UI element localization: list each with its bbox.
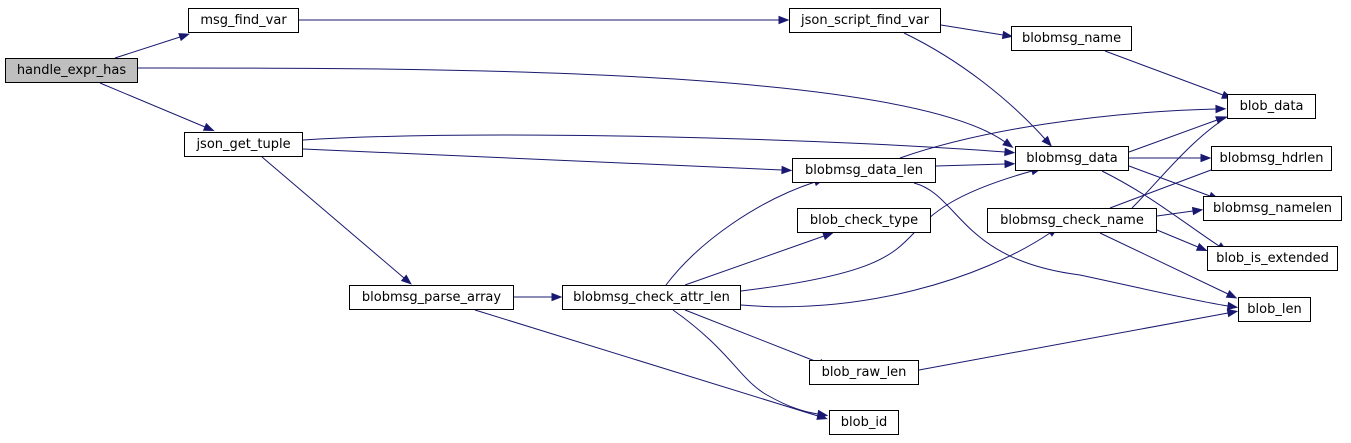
edge-blobmsg-check-attr-len-to-blob-raw-len xyxy=(684,309,830,367)
edge-handle-expr-has-to-blobmsg-data xyxy=(137,67,1014,148)
edge-blobmsg-check-name-to-blob-is-extended xyxy=(1156,229,1208,251)
node-json-get-tuple[interactable]: json_get_tuple xyxy=(184,132,303,157)
edge-blobmsg-name-to-blob-data xyxy=(1104,50,1233,99)
edge-blobmsg-check-attr-len-to-blobmsg-check-name xyxy=(740,227,1059,308)
edge-blobmsg-check-name-to-blob-len xyxy=(1099,232,1238,299)
node-handle-expr-has: handle_expr_has xyxy=(5,58,138,83)
edge-blobmsg-parse-array-to-blobmsg-check-attr-len xyxy=(514,292,563,302)
edge-blobmsg-data-len-to-blob-data xyxy=(899,104,1227,159)
edge-msg-find-var-to-json-script-find-var xyxy=(299,15,790,25)
node-blobmsg-check-name[interactable]: blobmsg_check_name xyxy=(987,208,1157,233)
edge-handle-expr-has-to-msg-find-var xyxy=(114,33,190,59)
node-blob-is-extended[interactable]: blob_is_extended xyxy=(1207,246,1338,271)
node-blob-data[interactable]: blob_data xyxy=(1227,94,1316,119)
node-blobmsg-namelen[interactable]: blobmsg_namelen xyxy=(1203,196,1342,221)
node-msg-find-var[interactable]: msg_find_var xyxy=(188,8,299,33)
edge-json-get-tuple-to-blobmsg-parse-array xyxy=(261,156,412,285)
edge-json-get-tuple-to-blobmsg-data-len xyxy=(302,148,793,175)
edge-handle-expr-has-to-json-get-tuple xyxy=(99,82,215,132)
edge-blobmsg-data-to-blobmsg-hdrlen xyxy=(1129,153,1212,163)
node-blobmsg-data-len[interactable]: blobmsg_data_len xyxy=(792,158,936,183)
node-blobmsg-data[interactable]: blobmsg_data xyxy=(1015,146,1129,171)
node-json-script-find-var[interactable]: json_script_find_var xyxy=(789,8,941,33)
node-blob-id[interactable]: blob_id xyxy=(829,410,899,435)
edge-blobmsg-data-len-to-blobmsg-data xyxy=(935,159,1016,169)
edge-blobmsg-check-attr-len-to-blob-id xyxy=(672,309,829,419)
edge-blobmsg-check-name-to-blobmsg-namelen xyxy=(1156,206,1204,217)
edge-blobmsg-data-to-blob-data xyxy=(1128,116,1227,153)
node-blobmsg-name[interactable]: blobmsg_name xyxy=(1011,26,1132,51)
node-blobmsg-hdrlen[interactable]: blobmsg_hdrlen xyxy=(1211,146,1332,171)
edge-blob-raw-len-to-blob-len xyxy=(918,308,1239,371)
node-blobmsg-parse-array[interactable]: blobmsg_parse_array xyxy=(349,285,514,310)
edge-json-script-find-var-to-blobmsg-name xyxy=(940,24,1014,40)
edge-blobmsg-parse-array-to-blob-id xyxy=(474,309,828,420)
node-blob-check-type[interactable]: blob_check_type xyxy=(797,208,931,233)
node-blobmsg-check-attr-len[interactable]: blobmsg_check_attr_len xyxy=(562,285,741,310)
edge-blobmsg-data-len-to-blob-len xyxy=(913,182,1239,311)
edge-json-script-find-var-to-blobmsg-data xyxy=(903,32,1052,147)
edge-json-get-tuple-to-blobmsg-data xyxy=(302,134,1016,157)
edge-blobmsg-check-attr-len-to-blob-check-type xyxy=(684,232,834,286)
node-blob-raw-len[interactable]: blob_raw_len xyxy=(809,360,919,385)
node-blob-len[interactable]: blob_len xyxy=(1238,297,1311,322)
